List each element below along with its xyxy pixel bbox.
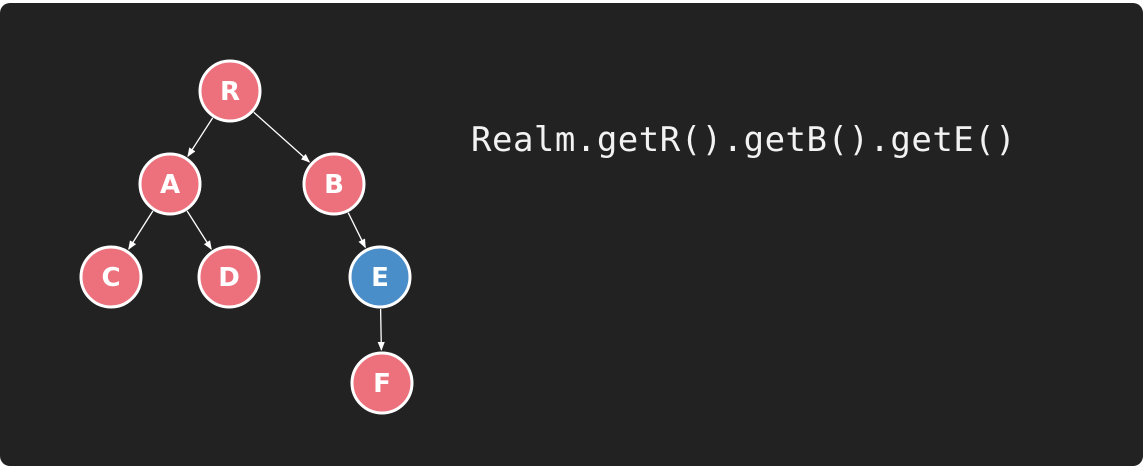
edges-layer — [128, 111, 385, 351]
node-a: A — [138, 152, 202, 216]
node-f: F — [350, 351, 414, 415]
node-c: C — [79, 245, 143, 309]
node-circle — [302, 152, 366, 216]
edge-r-b — [253, 111, 311, 163]
code-expression: Realm.getR().getB().getE() — [471, 120, 1017, 160]
node-circle — [348, 245, 412, 309]
edge-r-a — [187, 117, 214, 158]
node-label: C — [101, 263, 120, 293]
node-e: E — [348, 245, 412, 309]
node-label: B — [324, 170, 344, 200]
nodes-layer: R A B C D E F — [79, 59, 414, 415]
node-d: D — [197, 245, 261, 309]
node-label: F — [373, 369, 391, 399]
edge-e-f — [377, 308, 385, 351]
node-label: A — [160, 170, 180, 200]
node-b: B — [302, 152, 366, 216]
node-circle — [197, 245, 261, 309]
tree-diagram: R A B C D E F — [79, 59, 414, 415]
edge-a-c — [128, 210, 154, 250]
node-circle — [138, 152, 202, 216]
diagram-panel: R A B C D E F Realm.getR().getB().getE() — [0, 3, 1143, 466]
node-label: D — [218, 263, 240, 293]
node-circle — [198, 59, 262, 123]
node-label: R — [220, 77, 240, 107]
edge-b-e — [347, 212, 366, 249]
node-circle — [79, 245, 143, 309]
node-label: E — [371, 263, 389, 293]
edge-a-d — [186, 210, 212, 250]
node-circle — [350, 351, 414, 415]
node-r: R — [198, 59, 262, 123]
